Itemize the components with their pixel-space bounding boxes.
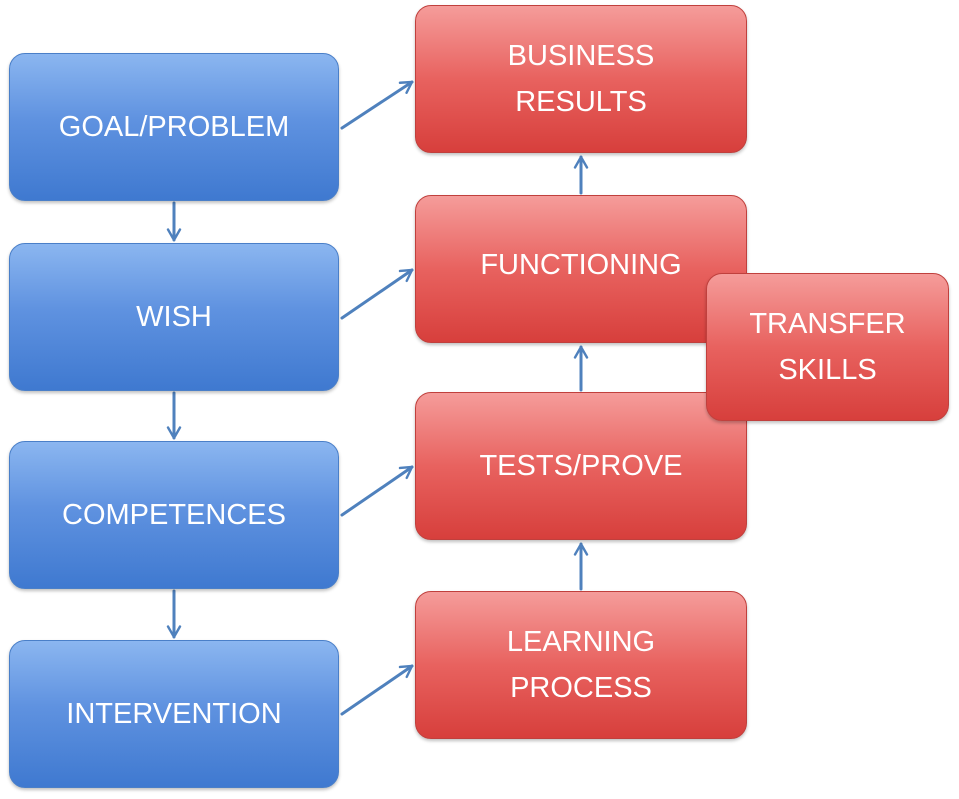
transfer-skills-box: TRANSFER SKILLS — [706, 273, 949, 421]
arrow-intervention-to-learning — [340, 664, 414, 716]
intervention-box: INTERVENTION — [9, 640, 339, 788]
competences-label: COMPETENCES — [62, 499, 286, 531]
wish-box: WISH — [9, 243, 339, 391]
tests-prove-box: TESTS/PROVE — [415, 392, 747, 540]
arrow-goal-to-business — [340, 80, 414, 130]
functioning-label: FUNCTIONING — [480, 249, 682, 281]
tests-prove-label: TESTS/PROVE — [479, 450, 683, 482]
intervention-label: INTERVENTION — [66, 698, 282, 730]
wish-label: WISH — [136, 301, 212, 333]
arrow-wish-to-functioning — [340, 268, 414, 320]
business-results-box: BUSINESS RESULTS — [415, 5, 747, 153]
competences-box: COMPETENCES — [9, 441, 339, 589]
learning-process-label: LEARNING PROCESS — [506, 626, 656, 704]
transfer-skills-label: TRANSFER SKILLS — [749, 308, 906, 386]
business-results-label: BUSINESS RESULTS — [507, 40, 655, 118]
learning-process-box: LEARNING PROCESS — [415, 591, 747, 739]
functioning-box: FUNCTIONING — [415, 195, 747, 343]
arrow-competences-to-tests — [340, 465, 414, 517]
goal-problem-label: GOAL/PROBLEM — [58, 111, 290, 143]
goal-problem-box: GOAL/PROBLEM — [9, 53, 339, 201]
